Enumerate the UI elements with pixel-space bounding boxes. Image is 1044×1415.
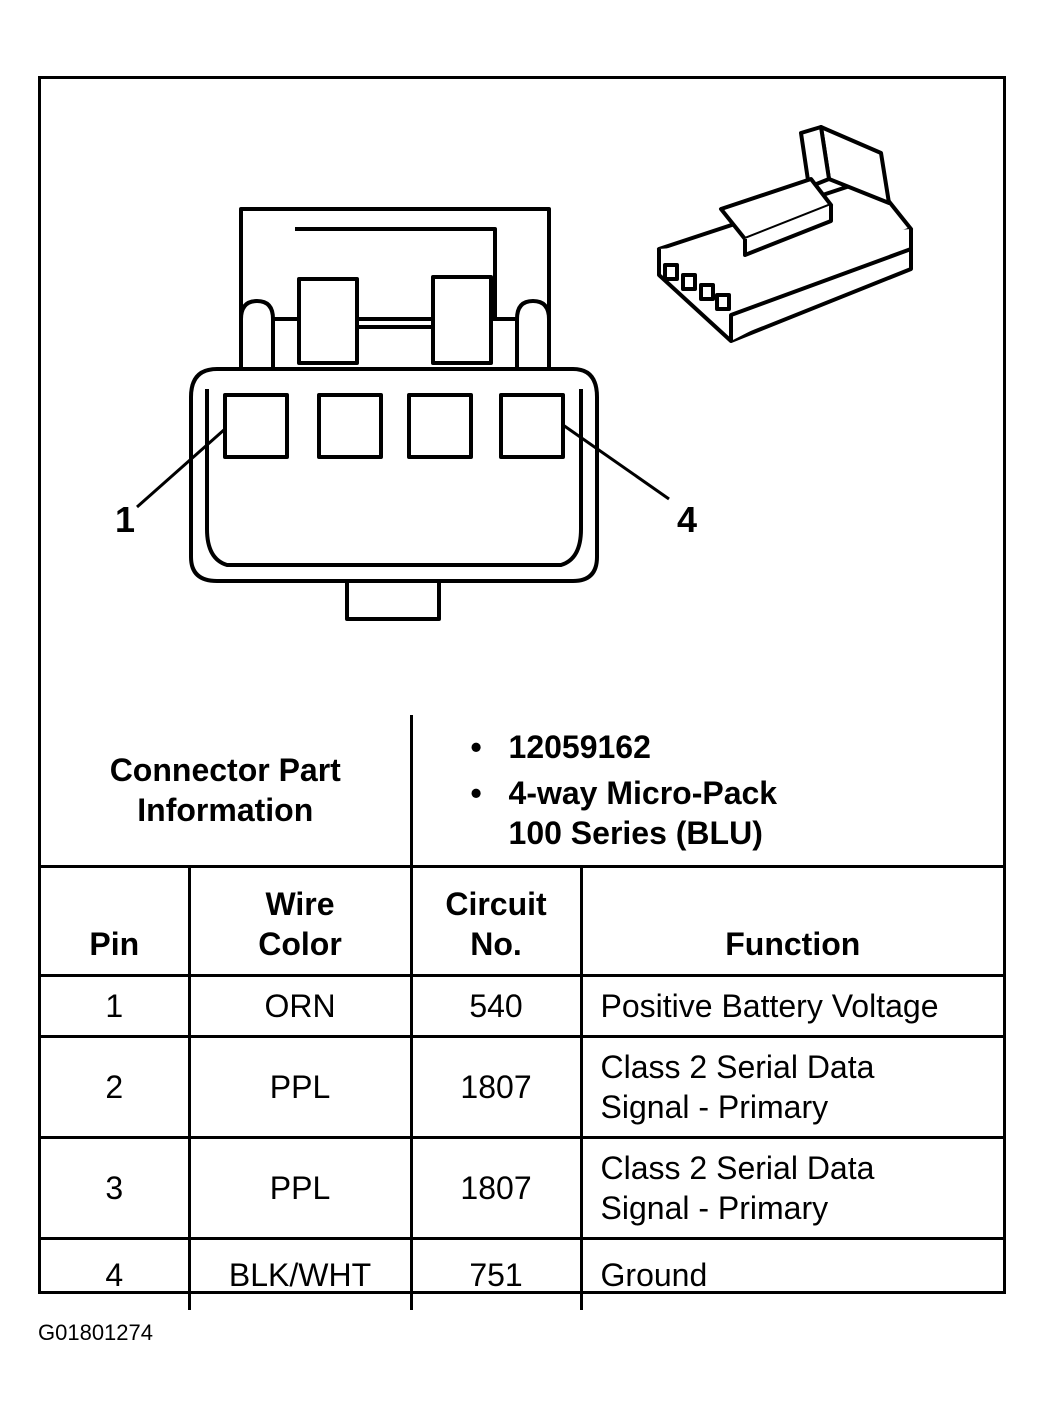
diagram-frame: 1 4 Connector Part Information 12059162 … bbox=[38, 76, 1006, 1310]
circuit-cell: 540 bbox=[409, 974, 583, 1038]
header-circuit: Circuit No. bbox=[409, 865, 583, 977]
function-cell: Ground bbox=[579, 1237, 1004, 1310]
connector-body bbox=[189, 367, 599, 583]
connector-isometric-view bbox=[657, 125, 913, 343]
part-number: 12059162 bbox=[471, 727, 1004, 767]
pin-cell: 4 bbox=[41, 1237, 191, 1310]
pin-cavity-2 bbox=[317, 393, 383, 459]
lock-tab-left bbox=[297, 277, 359, 365]
header-row: Pin Wire Color Circuit No. Function bbox=[41, 865, 1004, 977]
connector-key bbox=[345, 581, 441, 621]
connector-lock-housing bbox=[239, 207, 551, 321]
pin-cell: 2 bbox=[41, 1035, 191, 1139]
table-row: 3 PPL 1807 Class 2 Serial Data Signal - … bbox=[41, 1136, 1004, 1240]
table-row: 4 BLK/WHT 751 Ground bbox=[41, 1237, 1004, 1310]
pin-cell: 3 bbox=[41, 1136, 191, 1240]
part-info-label: Connector Part Information bbox=[41, 715, 413, 868]
connector-pinout-table: Connector Part Information 12059162 4-wa… bbox=[41, 715, 1004, 1310]
table-row: 2 PPL 1807 Class 2 Serial Data Signal - … bbox=[41, 1035, 1004, 1139]
header-pin: Pin bbox=[41, 865, 191, 977]
wire-color-cell: PPL bbox=[187, 1035, 413, 1139]
pin-cavity-1 bbox=[223, 393, 289, 459]
header-function: Function bbox=[579, 865, 1004, 977]
pin-cavity-3 bbox=[407, 393, 473, 459]
table-row: 1 ORN 540 Positive Battery Voltage bbox=[41, 974, 1004, 1038]
wire-color-cell: ORN bbox=[187, 974, 413, 1038]
pin-cell: 1 bbox=[41, 974, 191, 1038]
circuit-cell: 1807 bbox=[409, 1136, 583, 1240]
connector-figure: 1 4 bbox=[41, 79, 1003, 715]
connector-face-drawing bbox=[136, 125, 913, 621]
circuit-cell: 1807 bbox=[409, 1035, 583, 1139]
lock-tab-right bbox=[431, 275, 493, 365]
header-wire-color: Wire Color bbox=[187, 865, 413, 977]
part-info-row: Connector Part Information 12059162 4-wa… bbox=[41, 715, 1004, 868]
function-cell: Class 2 Serial Data Signal - Primary bbox=[579, 1136, 1004, 1240]
wire-color-cell: BLK/WHT bbox=[187, 1237, 413, 1310]
function-cell: Positive Battery Voltage bbox=[579, 974, 1004, 1038]
function-cell: Class 2 Serial Data Signal - Primary bbox=[579, 1035, 1004, 1139]
pin-4-callout: 4 bbox=[677, 499, 698, 540]
wire-color-cell: PPL bbox=[187, 1136, 413, 1240]
circuit-cell: 751 bbox=[409, 1237, 583, 1310]
figure-id: G01801274 bbox=[38, 1320, 153, 1345]
pin-1-callout: 1 bbox=[115, 499, 136, 540]
